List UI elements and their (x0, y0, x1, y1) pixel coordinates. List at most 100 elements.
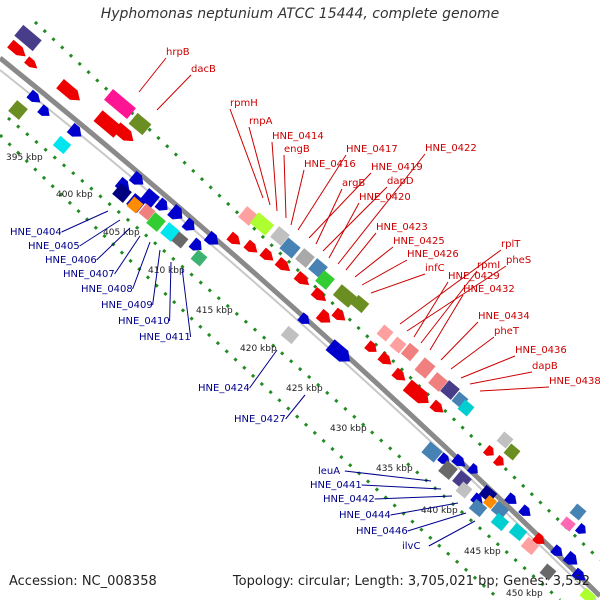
gene-arrow (297, 312, 310, 324)
gene-block-feature (280, 325, 300, 345)
gene-arrow (259, 247, 274, 261)
gene-label-upper: HNE_0416 (304, 159, 356, 170)
gene-arrow (112, 122, 134, 142)
gene-block-feature (249, 212, 275, 236)
gene-label-upper: HNE_0425 (393, 236, 445, 247)
gene-arrow (315, 308, 331, 323)
kbp-label: 420 kbp (240, 344, 277, 354)
gene-arrow-feature (451, 453, 466, 467)
gene-label-upper: HNE_0423 (376, 222, 428, 233)
gene-block-feature (428, 372, 448, 392)
gene-block (457, 399, 475, 417)
kbp-label: 415 kbp (196, 306, 233, 316)
gene-arrow (154, 197, 168, 211)
gene-block (126, 196, 144, 214)
gene-block-feature (508, 522, 528, 542)
gene-arrow-feature (482, 444, 494, 456)
accession-label: Accession: NC_008358 (9, 574, 157, 589)
leader-line (181, 267, 192, 338)
gene-arrow (66, 122, 82, 137)
gene-block (332, 284, 358, 308)
gene-block (315, 270, 335, 290)
gene-block-feature (332, 284, 358, 308)
leader-line (152, 249, 161, 306)
gene-arrow (402, 379, 429, 404)
gene-label-lower: HNE_0406 (45, 255, 97, 266)
gene-label-lower: HNE_0407 (63, 269, 115, 280)
gene-arrow (504, 492, 517, 504)
leader-line (285, 394, 306, 420)
gene-arrow-feature (550, 544, 563, 556)
gene-block-feature (146, 212, 166, 232)
gene-block (560, 516, 576, 532)
leader-line (297, 154, 347, 231)
leader-line (440, 321, 479, 361)
gene-label-lower: leuA (318, 466, 340, 477)
gene-label-lower: HNE_0446 (356, 526, 408, 537)
leader-line (337, 153, 426, 265)
gene-block-feature (438, 460, 458, 480)
gene-arrow-feature (203, 230, 219, 245)
gene-block-feature (569, 503, 587, 521)
gene-arrow-feature (325, 339, 350, 362)
gene-block-feature (560, 516, 576, 532)
gene-block-feature (503, 443, 521, 461)
leader-line (361, 484, 442, 490)
gene-arrow-feature (331, 307, 346, 321)
gene-arrow (466, 462, 478, 474)
gene-block (171, 231, 189, 249)
gene-arrow-feature (315, 308, 331, 323)
gene-arrow (167, 204, 183, 220)
gene-arrow-feature (429, 399, 444, 413)
gene-block (138, 203, 156, 221)
leader-line (61, 210, 109, 233)
gene-arrow (188, 237, 202, 251)
gene-arrow-feature (310, 287, 327, 302)
gene-label-upper: rpmI (477, 260, 500, 271)
gene-block-feature (482, 494, 498, 510)
leader-line (248, 126, 271, 206)
gene-arrow (482, 444, 494, 456)
gene-block (295, 248, 315, 268)
gene-block-feature (190, 249, 208, 267)
gene-arrow (492, 454, 504, 466)
gene-label-lower: HNE_0427 (234, 414, 286, 425)
gene-label-lower: HNE_0424 (198, 383, 250, 394)
gene-block (249, 212, 275, 236)
gene-label-lower: HNE_0441 (310, 480, 362, 491)
gene-block-feature (295, 248, 315, 268)
gene-block-feature (440, 380, 460, 400)
leader-line (283, 154, 287, 219)
gene-arrow-feature (24, 56, 38, 69)
gene-label-lower: HNE_0405 (28, 241, 80, 252)
kbp-label: 445 kbp (464, 547, 501, 557)
gene-block (569, 503, 587, 521)
kbp-label: 435 kbp (376, 464, 413, 474)
gene-block-feature (455, 481, 473, 499)
gene-block (270, 226, 290, 246)
leader-line (361, 259, 408, 286)
gene-label-upper: pheS (506, 255, 531, 266)
gene-block (104, 88, 136, 120)
gene-label-upper: rpmH (230, 98, 258, 109)
gene-label-upper: dacB (191, 64, 216, 75)
gene-block (520, 536, 540, 556)
gene-block-feature (350, 294, 370, 314)
gene-arrow-feature (574, 522, 586, 534)
gene-arrow-feature (402, 379, 429, 404)
gene-label-lower: HNE_0409 (101, 300, 153, 311)
gene-label-upper: argB (342, 178, 365, 189)
gene-arrow (377, 351, 392, 365)
gene-block (503, 443, 521, 461)
leader-line (229, 108, 264, 199)
gene-label-upper: engB (284, 144, 310, 155)
gene-arrow (550, 544, 563, 556)
gene-label-upper: HNE_0436 (515, 345, 567, 356)
gene-arrow (518, 504, 531, 516)
gene-label-upper: HNE_0414 (272, 131, 324, 142)
kbp-label: 450 kbp (506, 589, 543, 599)
gene-block (140, 188, 160, 208)
gene-label-lower: HNE_0408 (81, 284, 133, 295)
leader-line (315, 188, 343, 245)
